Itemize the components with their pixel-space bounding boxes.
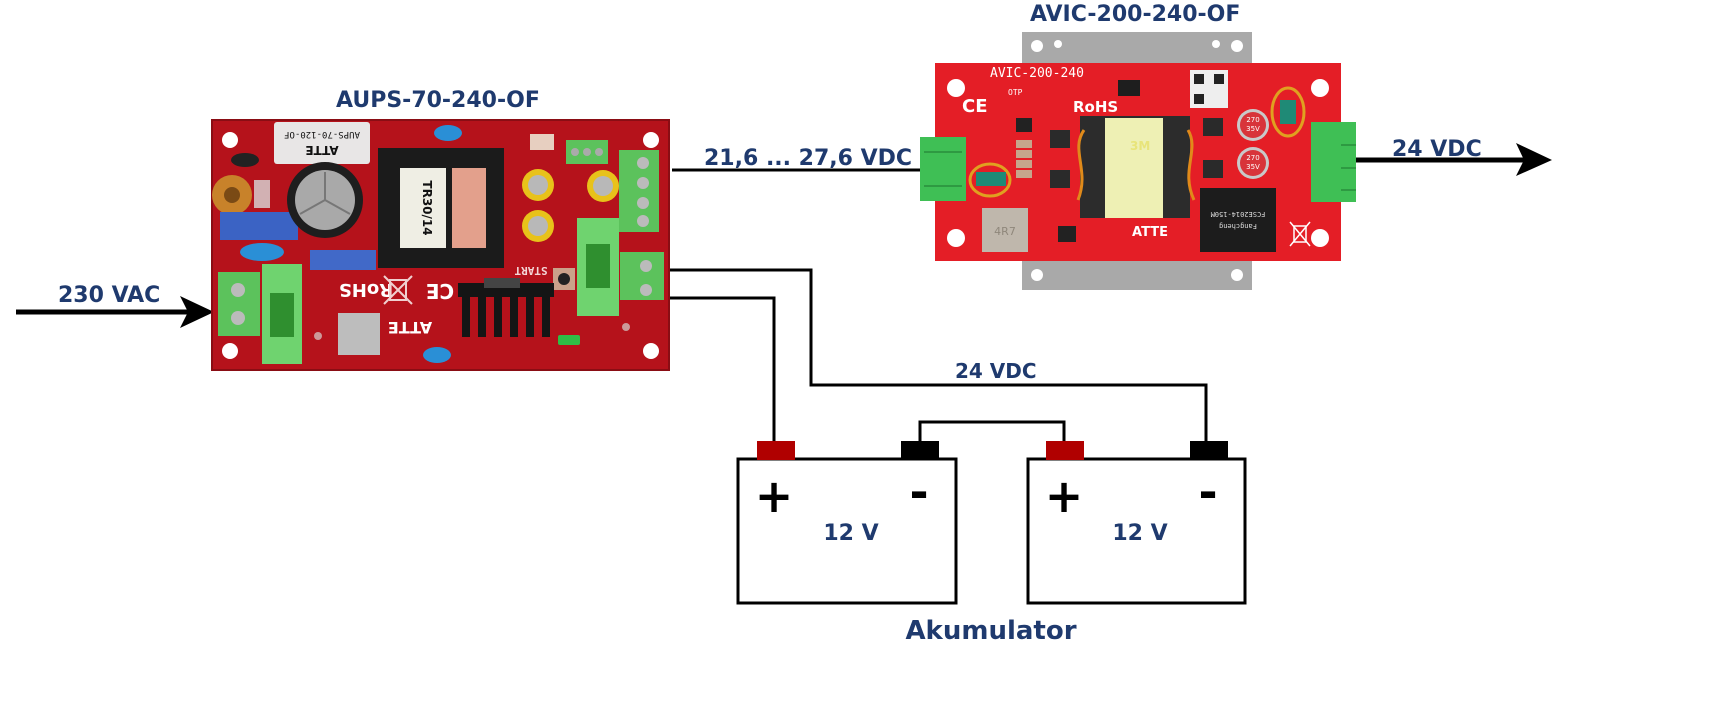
- positive-terminal: [1046, 441, 1084, 460]
- output-capacitors: 270 35V 270 35V: [1237, 109, 1269, 179]
- mounting-hole: [222, 132, 238, 148]
- transformer: TR30/14: [378, 148, 504, 268]
- mounting-hole: [947, 79, 965, 97]
- minus-icon: -: [1198, 465, 1217, 519]
- output-24vdc: 24 VDC: [1356, 137, 1552, 176]
- fuse-holder-f2: [577, 218, 619, 316]
- start-button: START: [514, 264, 575, 290]
- svg-text:270: 270: [1246, 154, 1259, 162]
- battery-positive-wire: [670, 296, 776, 442]
- ferrite: [231, 153, 259, 167]
- battery-caption: Akumulator: [905, 616, 1076, 646]
- svg-text:AUPS-70-120-OF: AUPS-70-120-OF: [284, 129, 360, 139]
- vin-terminal: [920, 137, 966, 201]
- power-inductor: FCSE2014-150M Fangcheng: [1200, 188, 1276, 252]
- ups-ce-mark: CE: [426, 279, 454, 303]
- svg-text:TR30/14: TR30/14: [420, 180, 434, 235]
- heatsink: [458, 278, 554, 337]
- svg-text:ATTE: ATTE: [305, 143, 338, 157]
- output-terminal-block: [619, 150, 659, 232]
- ups-brand-logo: ATTE: [388, 318, 432, 337]
- battery-voltage: 12 V: [823, 521, 878, 546]
- positive-terminal: [757, 441, 795, 460]
- minus-icon: -: [909, 465, 928, 519]
- battery-voltage: 12 V: [1112, 521, 1167, 546]
- negative-terminal: [901, 441, 939, 460]
- svg-text:4R7: 4R7: [994, 225, 1016, 238]
- mounting-hole: [1311, 79, 1329, 97]
- plus-icon: +: [1045, 469, 1084, 523]
- svg-text:35V: 35V: [1246, 163, 1260, 171]
- y-capacitor: [423, 347, 451, 363]
- ups-board: AUPS-70-120-OF ATTE TR30/14: [211, 119, 670, 371]
- optocoupler: [1118, 80, 1140, 96]
- battery-series-link: [918, 420, 1066, 442]
- dc-range-label: 21,6 ... 27,6 VDC: [704, 146, 912, 171]
- qr-code: [338, 313, 380, 355]
- arrow-right-icon: [180, 296, 214, 328]
- mounting-hole: [947, 229, 965, 247]
- film-capacitor: [310, 250, 376, 270]
- arrow-right-icon: [1516, 143, 1552, 176]
- ups-title: AUPS-70-240-OF: [336, 88, 540, 113]
- x2-capacitor: [220, 212, 298, 240]
- svg-text:Fangcheng: Fangcheng: [1219, 222, 1257, 230]
- svg-text:START: START: [514, 264, 547, 277]
- led-panel-connector: [530, 134, 554, 150]
- vout-terminal: [1311, 122, 1356, 202]
- jumper-jp1: [558, 335, 580, 345]
- svg-text:270: 270: [1246, 116, 1259, 124]
- plus-icon: +: [755, 469, 794, 523]
- converter-ce-mark: CE: [962, 96, 988, 117]
- svg-text:3M: 3M: [1130, 139, 1150, 153]
- battery-2: + - 12 V: [1026, 441, 1247, 605]
- led2-charging: [622, 323, 630, 331]
- negative-terminal: [1190, 441, 1228, 460]
- svg-text:OTP: OTP: [1008, 88, 1023, 97]
- battery-body: [1026, 457, 1247, 605]
- converter-brand-logo: ATTE: [1132, 225, 1168, 240]
- led-ac: [314, 332, 322, 340]
- battery-body: [736, 457, 958, 605]
- input-choke: [968, 162, 1012, 198]
- weee-icon: [383, 275, 413, 305]
- y-capacitor: [434, 125, 462, 141]
- weee-icon: [1289, 221, 1311, 247]
- converter-rohs-mark: RoHS: [1073, 98, 1118, 116]
- ups-rohs-mark: RoHS: [339, 279, 393, 300]
- battery-1: + - 12 V: [736, 441, 958, 605]
- output-choke: [1270, 86, 1306, 138]
- converter-board: AVIC-200-240 CE RoHS OTP 3M: [920, 32, 1356, 290]
- svg-text:FCSE2014-150M: FCSE2014-150M: [1211, 210, 1266, 218]
- converter-transformer: 3M: [1076, 116, 1196, 218]
- ac-input-terminal: [218, 272, 260, 336]
- svg-text:35V: 35V: [1246, 125, 1260, 133]
- inductor-4r7: 4R7: [982, 208, 1028, 252]
- battery-negative-wire: [670, 268, 1208, 442]
- battery-bus-label: 24 VDC: [955, 359, 1037, 383]
- input-230vac: 230 VAC: [16, 283, 214, 328]
- mounting-hole: [222, 343, 238, 359]
- mounting-hole: [643, 343, 659, 359]
- converter-title: AVIC-200-240-OF: [1030, 2, 1240, 27]
- ups-sticker: AUPS-70-120-OF ATTE: [274, 122, 370, 164]
- mounting-hole: [1311, 229, 1329, 247]
- fuse-holder-f1: [262, 264, 302, 364]
- battery-terminal-block: [620, 252, 664, 300]
- toroid-inductor: [212, 175, 270, 215]
- y-capacitor: [240, 243, 284, 261]
- converter-silk-model: AVIC-200-240: [990, 66, 1084, 81]
- mounting-hole: [643, 132, 659, 148]
- bulk-capacitor: [287, 162, 363, 238]
- input-voltage-label: 230 VAC: [58, 283, 160, 308]
